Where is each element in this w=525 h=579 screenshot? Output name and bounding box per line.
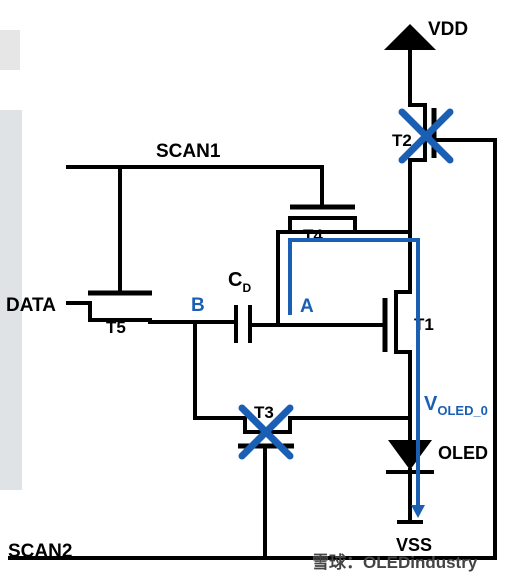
transistor-t1: T1 xyxy=(382,290,434,354)
oled-triangle xyxy=(388,440,432,470)
oled-diode: OLED xyxy=(386,440,488,474)
t2-label: T2 xyxy=(392,131,412,150)
vdd-terminal: VDD xyxy=(384,19,468,50)
vss-label: VSS xyxy=(396,535,432,555)
cd-label: CD xyxy=(228,269,251,295)
vdd-label: VDD xyxy=(428,19,468,40)
t3-label: T3 xyxy=(254,403,274,422)
cross-marks xyxy=(238,108,454,460)
data-label: DATA xyxy=(6,295,56,316)
wires xyxy=(8,48,497,560)
transistor-t5: T5 xyxy=(80,290,152,337)
t1-channel xyxy=(394,290,410,354)
bg-panel-left xyxy=(0,110,22,490)
bg-panel-top xyxy=(0,30,20,70)
oled-label: OLED xyxy=(438,443,488,463)
t2-cross-icon xyxy=(398,108,454,164)
t5-channel xyxy=(80,301,152,322)
t4-label: T4 xyxy=(303,226,323,245)
node-a-label: A xyxy=(300,296,314,317)
vdd-arrow-icon xyxy=(384,24,436,50)
watermark-text: 雪球：OLEDindustry xyxy=(312,553,478,572)
transistor-t2: T2 xyxy=(392,103,437,162)
current-arrow-icon xyxy=(411,505,425,518)
current-path xyxy=(288,238,425,518)
current-path-line xyxy=(288,238,420,505)
node-b-label: B xyxy=(191,295,205,316)
scan2-label: SCAN2 xyxy=(8,541,72,562)
scan1-label: SCAN1 xyxy=(156,141,221,162)
capacitor-cd: CD xyxy=(228,269,252,343)
voled-label: VOLED_0 xyxy=(424,393,488,418)
t3-cross-icon xyxy=(238,404,294,460)
t4-channel xyxy=(288,216,357,232)
t5-label: T5 xyxy=(106,318,126,337)
vss-terminal: VSS xyxy=(396,520,432,555)
